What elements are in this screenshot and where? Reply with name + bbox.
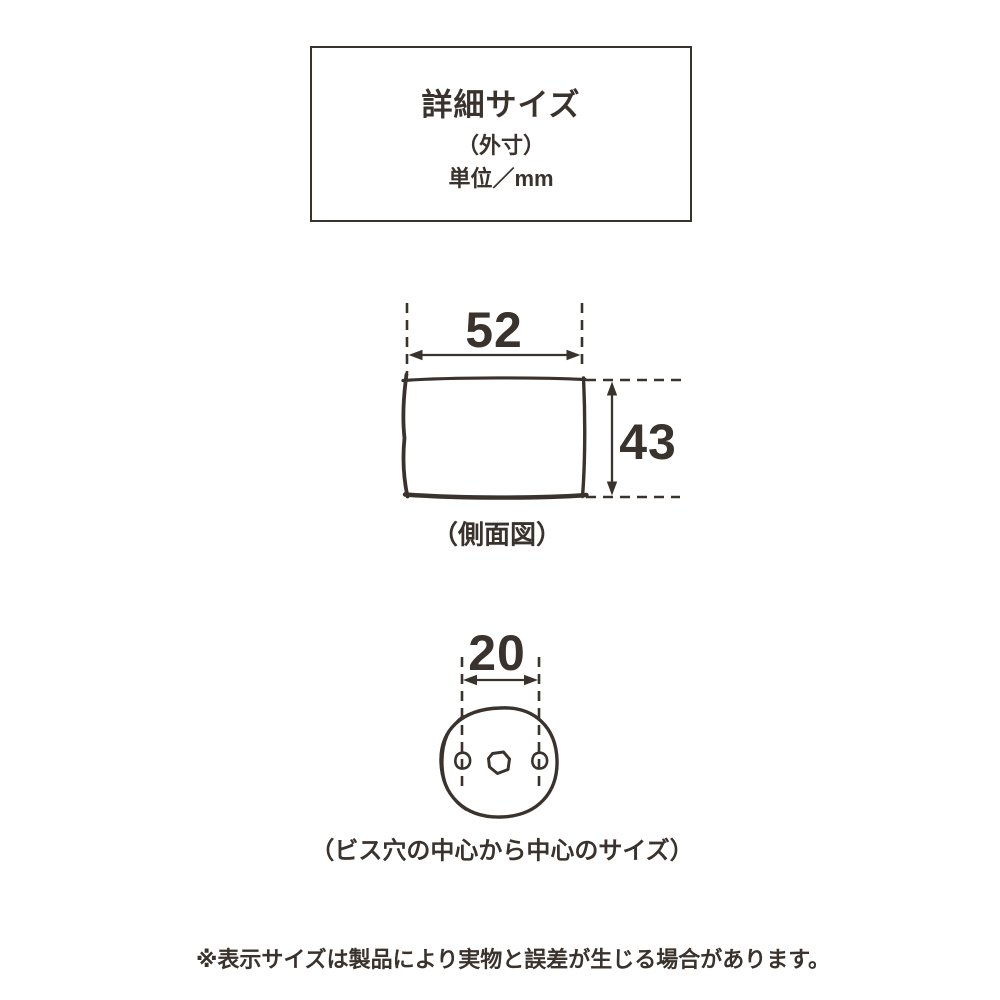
hole-pitch-value: 20 (468, 625, 526, 681)
width-dimension-value: 52 (465, 302, 523, 358)
screw-hole-right (531, 751, 549, 770)
dimension-type-label: （外寸） (456, 133, 546, 158)
bottom-view-caption: （ビス穴の中心から中心のサイズ） (310, 837, 694, 865)
side-view-outline (401, 372, 589, 500)
leg-outline-circle (439, 706, 559, 819)
footnote: ※表示サイズは製品により実物と誤差が生じる場合があります。 (195, 947, 831, 972)
height-dimension-value: 43 (619, 414, 677, 470)
center-hole (487, 750, 511, 775)
height-dimension-arrow (606, 381, 618, 496)
side-view-caption: （側面図） (431, 519, 563, 550)
screw-hole-left (454, 751, 472, 770)
unit-label: 単位／mm (448, 166, 554, 191)
header-box: 詳細サイズ （外寸） 単位／mm (310, 46, 692, 222)
size-title: 詳細サイズ (421, 87, 581, 123)
